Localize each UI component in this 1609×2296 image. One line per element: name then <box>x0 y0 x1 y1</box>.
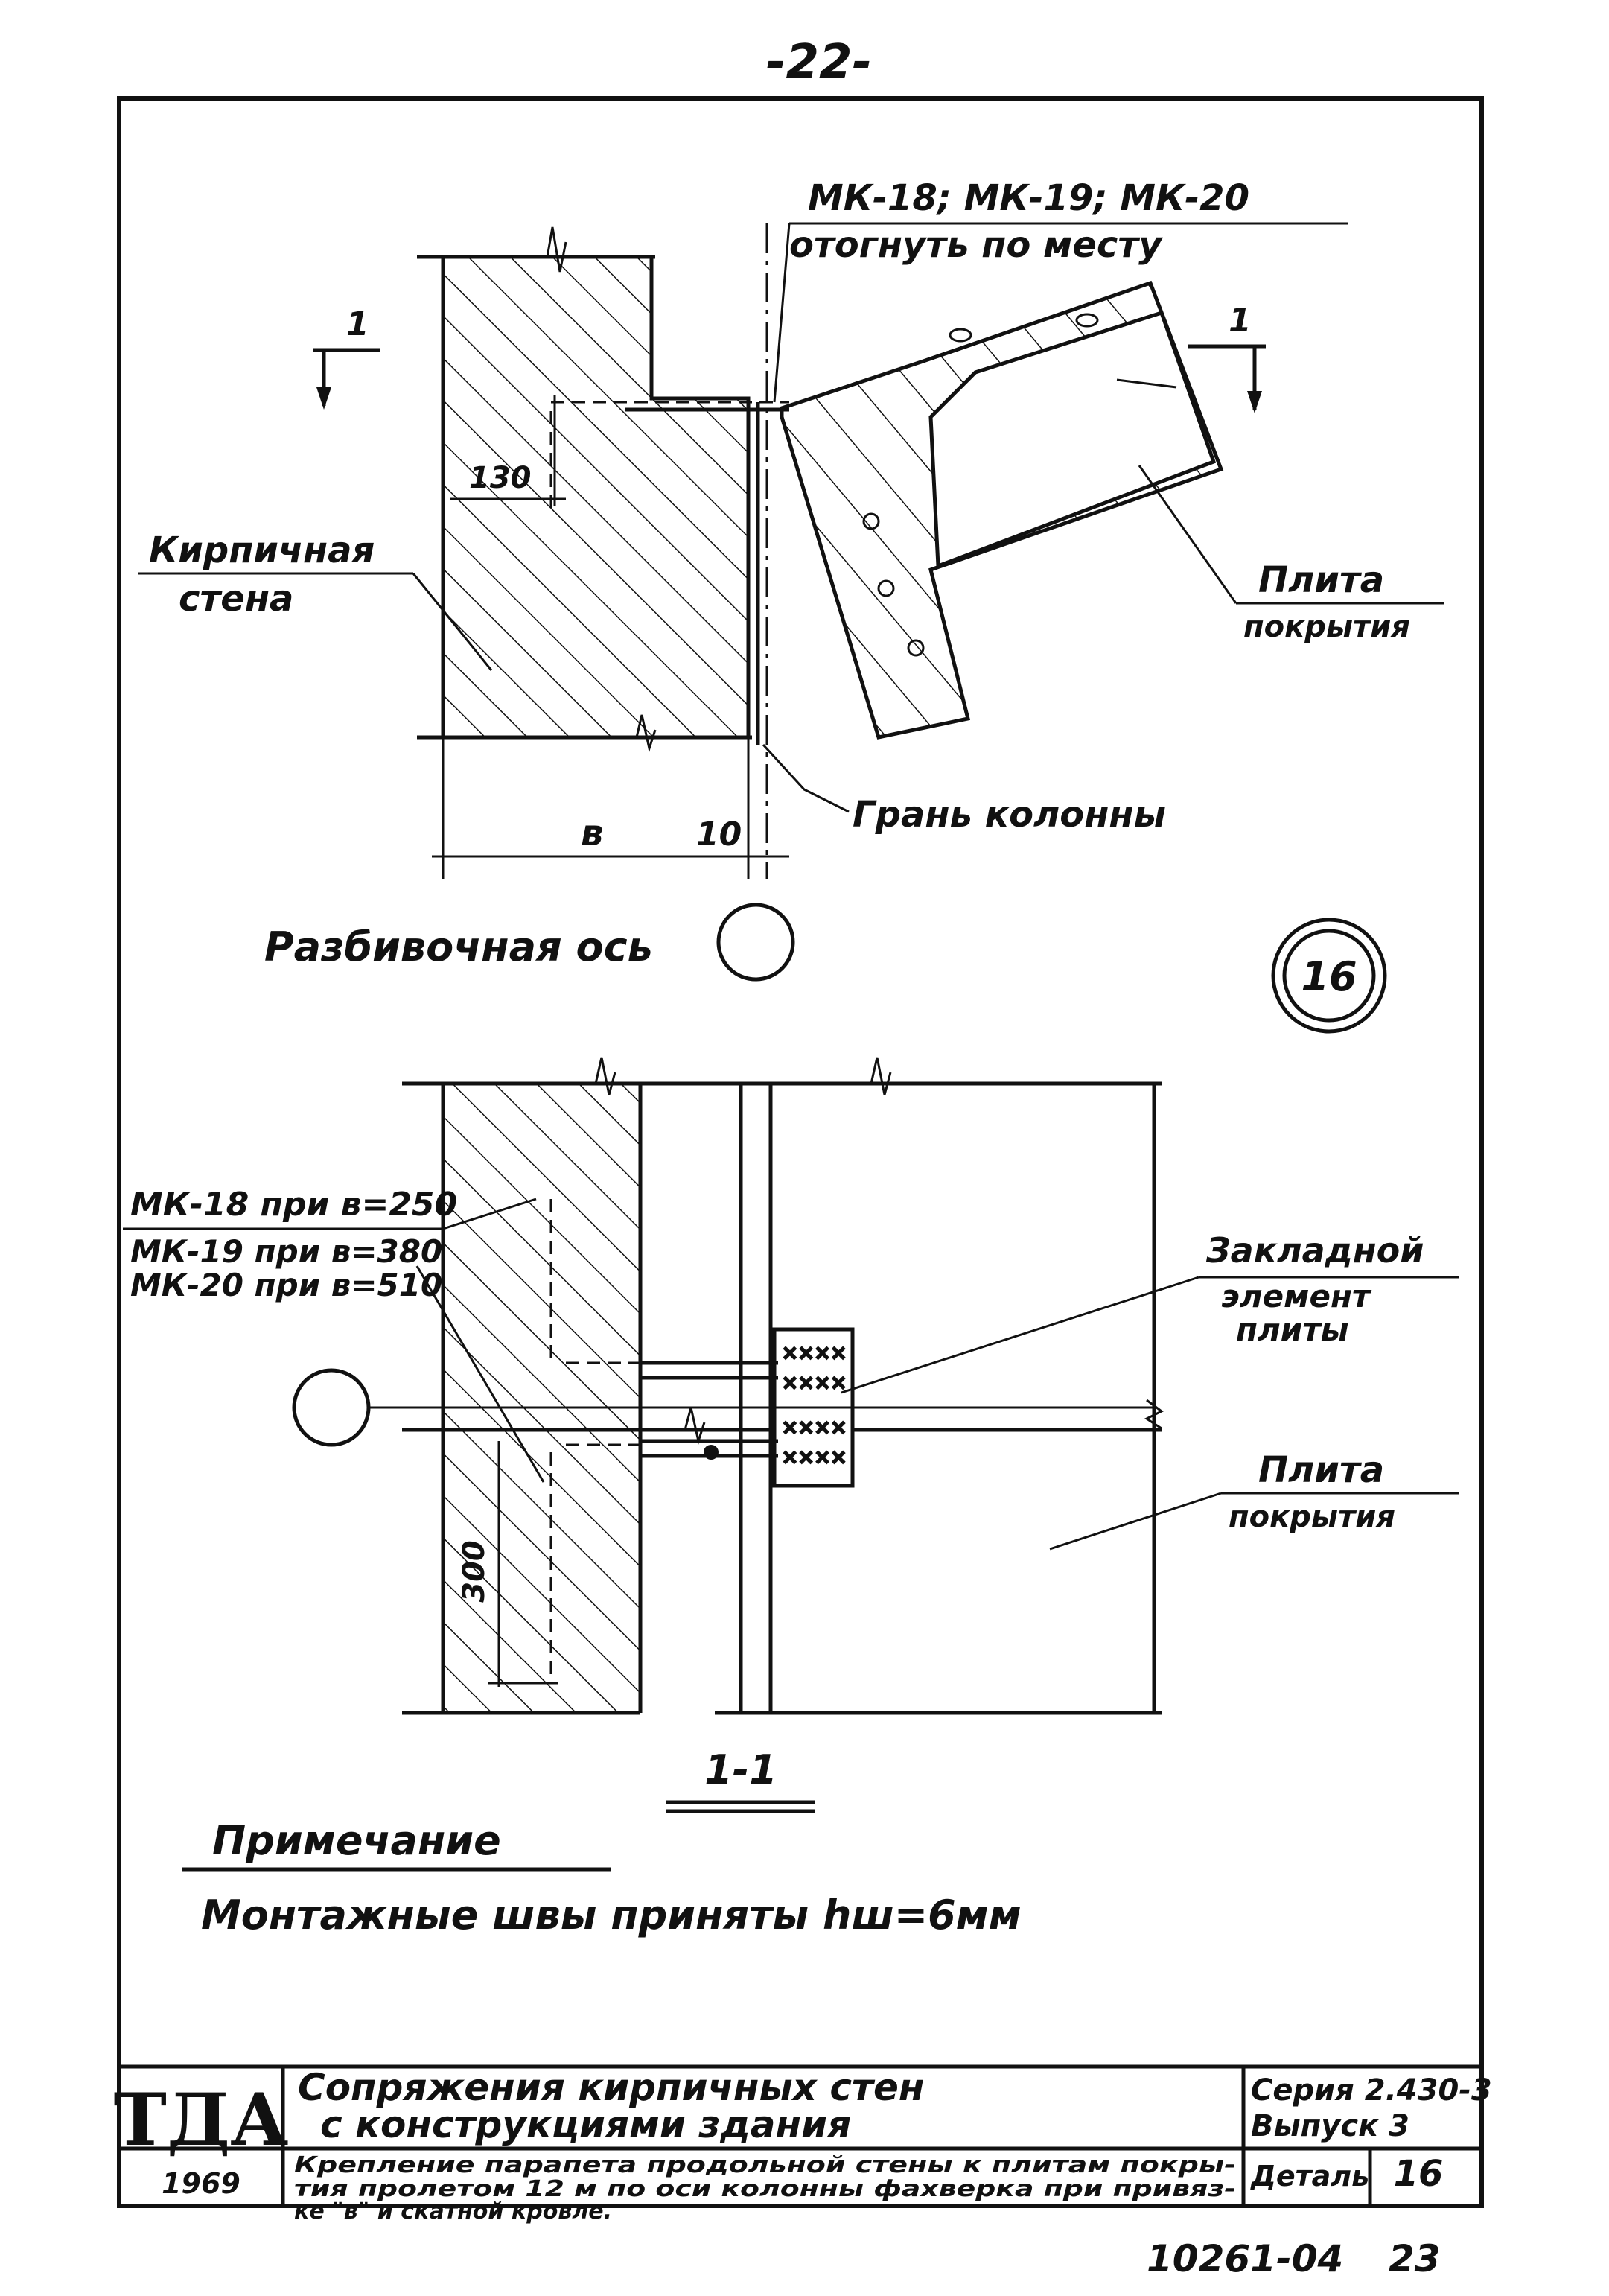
embedded-label-2: элемент <box>1221 1278 1372 1314</box>
detail-number: 16 <box>1301 953 1357 1000</box>
year: 1969 <box>162 2167 240 2200</box>
anchor-mk19-label: МК-19 при в=380 <box>130 1233 442 1270</box>
embedded-label: Закладной <box>1205 1230 1424 1271</box>
series-line-1: Серия 2.430-3 <box>1251 2073 1492 2108</box>
sheet-number: 23 <box>1389 2237 1441 2280</box>
page-number: -22- <box>766 35 872 90</box>
logo: ТДА <box>114 2078 289 2162</box>
slab-label: Плита <box>1258 559 1384 601</box>
series-line-2: Выпуск 3 <box>1251 2109 1409 2143</box>
section-title: 1-1 <box>704 1746 777 1793</box>
detail-circle-outer <box>1271 918 1387 1034</box>
anchor-label: МК-18; МК-19; МК-20 <box>808 177 1249 219</box>
embedded-label-3: плиты <box>1236 1311 1349 1348</box>
doc-code: 10261-04 <box>1147 2237 1343 2280</box>
detail-label: Деталь <box>1250 2160 1369 2192</box>
dim-10: 10 <box>696 815 742 853</box>
detail-circle-inner <box>1282 929 1376 1023</box>
axis-label: Разбивочная ось <box>264 923 653 970</box>
anchor-mk20-label: МК-20 при в=510 <box>130 1267 442 1303</box>
brick-wall <box>443 257 651 737</box>
anchor-bend-note: отогнуть по месту <box>789 224 1163 266</box>
column-face-label: Грань колонны <box>853 794 1166 836</box>
title-line-2: с конструкциями здания <box>320 2103 851 2146</box>
svg-text:××××: ×××× <box>782 1446 847 1469</box>
note-text: Монтажные швы приняты hш=6мм <box>201 1892 1022 1939</box>
section-view: ×××× ×××× ×××× ×××× 300 МК-18 при в=250 <box>123 1057 1459 1813</box>
wall-label-2: стена <box>179 578 293 620</box>
svg-text:××××: ×××× <box>782 1342 847 1364</box>
section-axis-bubble <box>292 1368 371 1447</box>
wall-label: Кирпичная <box>149 530 375 571</box>
dim-b: в <box>581 812 603 854</box>
svg-text:1: 1 <box>1229 302 1252 340</box>
section-brick-wall <box>443 1084 640 1430</box>
note-heading: Примечание <box>212 1817 501 1864</box>
desc-line-3: ке "в" и скатной кровле. <box>294 2198 612 2225</box>
section-slab-label: Плита <box>1258 1449 1384 1491</box>
detail-number-block: 16 <box>1394 2153 1444 2195</box>
drawing-frame <box>117 96 1484 2208</box>
svg-text:××××: ×××× <box>782 1372 847 1394</box>
svg-text:××××: ×××× <box>782 1416 847 1439</box>
section-mark-left: 1 <box>313 305 380 410</box>
svg-text:1: 1 <box>346 305 369 343</box>
section-mark-right: 1 <box>1188 302 1266 413</box>
anchor-mk18-label: МК-18 при в=250 <box>130 1186 457 1224</box>
title-line-1: Сопряжения кирпичных стен <box>298 2066 924 2109</box>
note: Примечание Монтажные швы приняты hш=6мм <box>182 1817 1022 1939</box>
axis-bubble <box>716 903 795 982</box>
top-view: 130 1 1 МК-18; МК-19; МК-20 <box>138 177 1444 1034</box>
section-slab-label-2: покрытия <box>1229 1500 1395 1534</box>
slab-label-2: покрытия <box>1243 610 1410 644</box>
desc-line-1: Крепление парапета продольной стены к пл… <box>294 2152 1236 2178</box>
desc-line-2: тия пролетом 12 м по оси колонны фахверк… <box>294 2176 1236 2202</box>
title-block: ТДА 1969 Сопряжения кирпичных стен с кон… <box>114 2064 1492 2280</box>
roof-slab <box>780 280 1224 740</box>
dim-130: 130 <box>469 461 532 495</box>
